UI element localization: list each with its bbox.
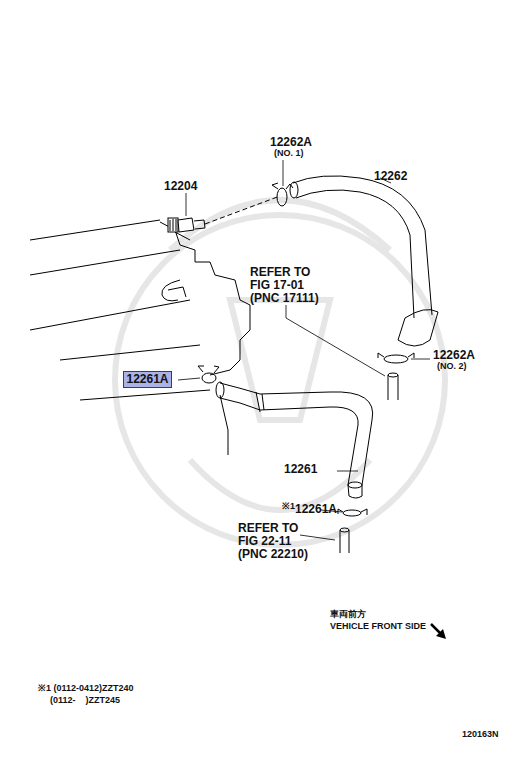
note-text: 車両前方: [330, 610, 366, 620]
note-text: VEHICLE FRONT SIDE: [330, 622, 426, 632]
clamp-12262a-no2: [378, 353, 414, 363]
callout-number: 12261A: [295, 503, 337, 516]
callout-number: ※1: [282, 502, 295, 512]
callout-number: 12261A: [126, 372, 168, 386]
note-text: ※1 (0112-0412)ZZT240: [38, 684, 134, 694]
callout-number: (NO. 1): [274, 149, 304, 159]
figure-number: 120163N: [462, 730, 499, 740]
clamp-12261a-upper: [198, 366, 219, 383]
watermark-logo: [115, 200, 445, 545]
engine-block: [30, 220, 250, 455]
pipe-lower: [340, 528, 349, 553]
callout-number: 12262A: [270, 136, 312, 149]
front-arrow-head: [436, 629, 446, 639]
hose-12262: [290, 176, 438, 346]
dash-line: [205, 196, 280, 224]
reference-note: REFER TO FIG 17-01 (PNC 17111): [250, 266, 322, 306]
pipe-upper: [388, 373, 398, 400]
note-text: (0112- )ZZT245: [50, 696, 120, 706]
callout-number: 12204: [164, 180, 197, 193]
reference-note: REFER TO FIG 22-11 (PNC 22210): [238, 522, 310, 562]
callout-number: 12262: [374, 170, 407, 183]
hose-12261: [216, 382, 373, 498]
sensor-12204: [168, 218, 205, 232]
callout-number: 12262A: [433, 349, 475, 362]
clamp-12261a-lower: [338, 509, 367, 516]
callout-number: 12261: [284, 463, 317, 476]
callout-number: (NO. 2): [437, 362, 467, 372]
highlighted-callout: 12261A: [123, 371, 172, 388]
clamp-12262a-no1: [272, 183, 293, 206]
leader-lines: [178, 160, 430, 540]
